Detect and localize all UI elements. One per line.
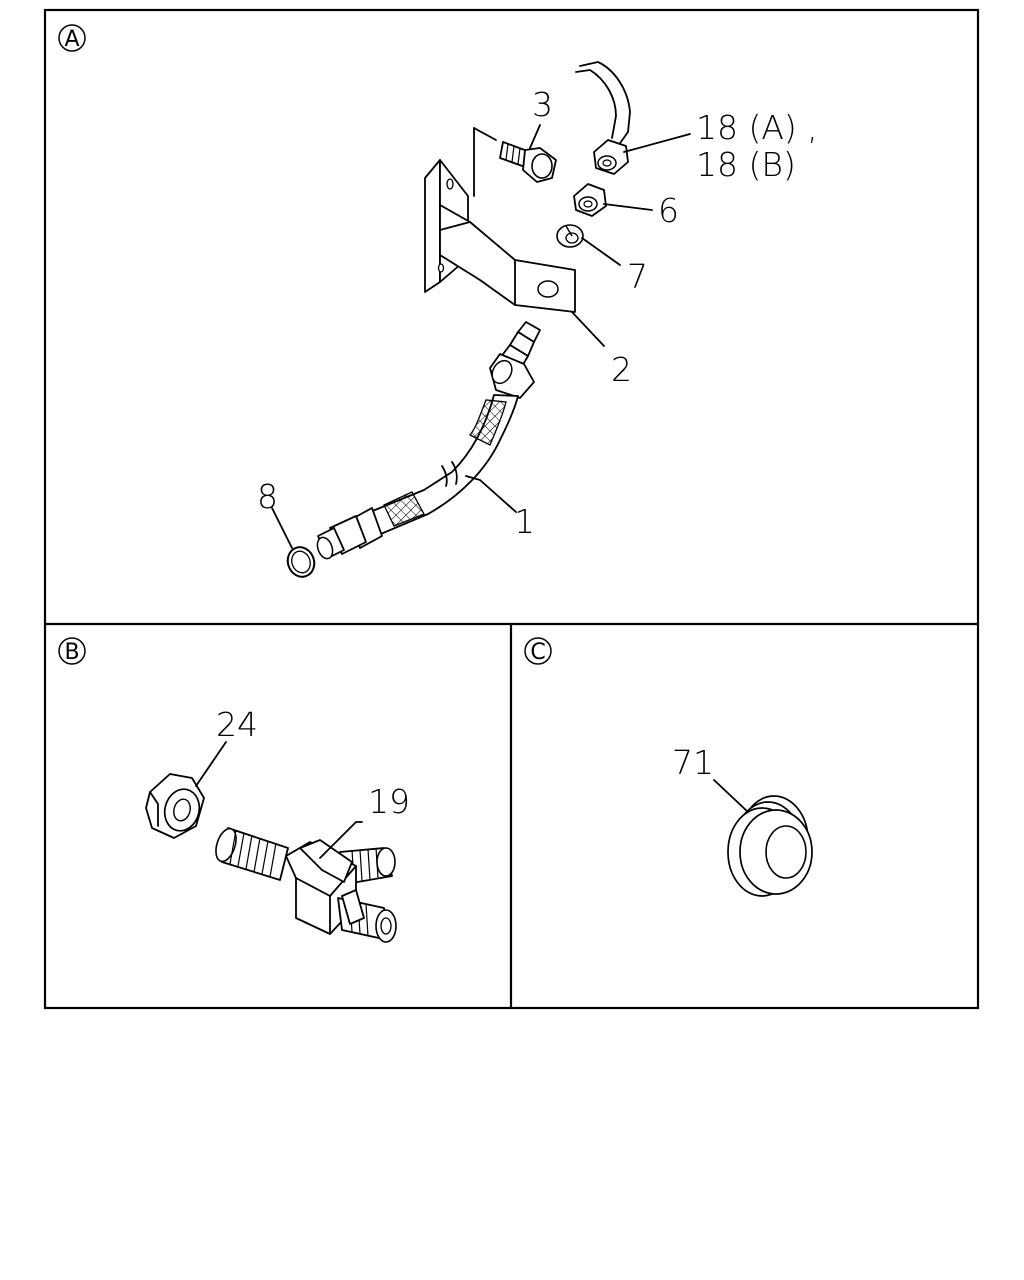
leader-lines-b: [195, 741, 363, 859]
callout-7: 7: [627, 257, 648, 296]
nut-part-6: [573, 183, 607, 217]
panel-label-a-text: A: [64, 27, 79, 52]
callout-71: 71: [672, 743, 714, 782]
panel-frames: [43, 8, 980, 1010]
bracket-part-2: [424, 159, 576, 313]
tee-connector-part-19: [215, 827, 397, 943]
callout-18a: 18 (A) ,: [696, 108, 818, 147]
o-ring-part-8: [286, 546, 316, 578]
callout-6: 6: [658, 191, 679, 230]
callout-24: 24: [216, 705, 258, 744]
brake-tube: [575, 61, 631, 147]
panel-label-c: C: [524, 637, 552, 665]
leader-line-71: [713, 779, 749, 813]
bolt-part-3: [473, 127, 557, 197]
panel-label-c-text: C: [530, 640, 545, 665]
nut-part-24: [145, 773, 205, 839]
callout-18b: 18 (B): [696, 145, 796, 184]
panel-label-b-text: B: [64, 640, 79, 665]
brake-hose-part-1: [316, 321, 541, 560]
lock-washer-part-7: [556, 224, 584, 248]
panel-label-b: B: [58, 637, 86, 665]
flare-nut-part-18: [593, 139, 629, 175]
callout-1: 1: [514, 502, 535, 541]
callout-19: 19: [368, 782, 410, 821]
grommet-part-71: [727, 795, 813, 897]
panel-label-a: A: [58, 24, 86, 52]
leader-lines-a: [271, 124, 691, 549]
callout-2: 2: [611, 350, 632, 389]
callout-3: 3: [532, 85, 553, 124]
callout-8: 8: [257, 477, 278, 516]
